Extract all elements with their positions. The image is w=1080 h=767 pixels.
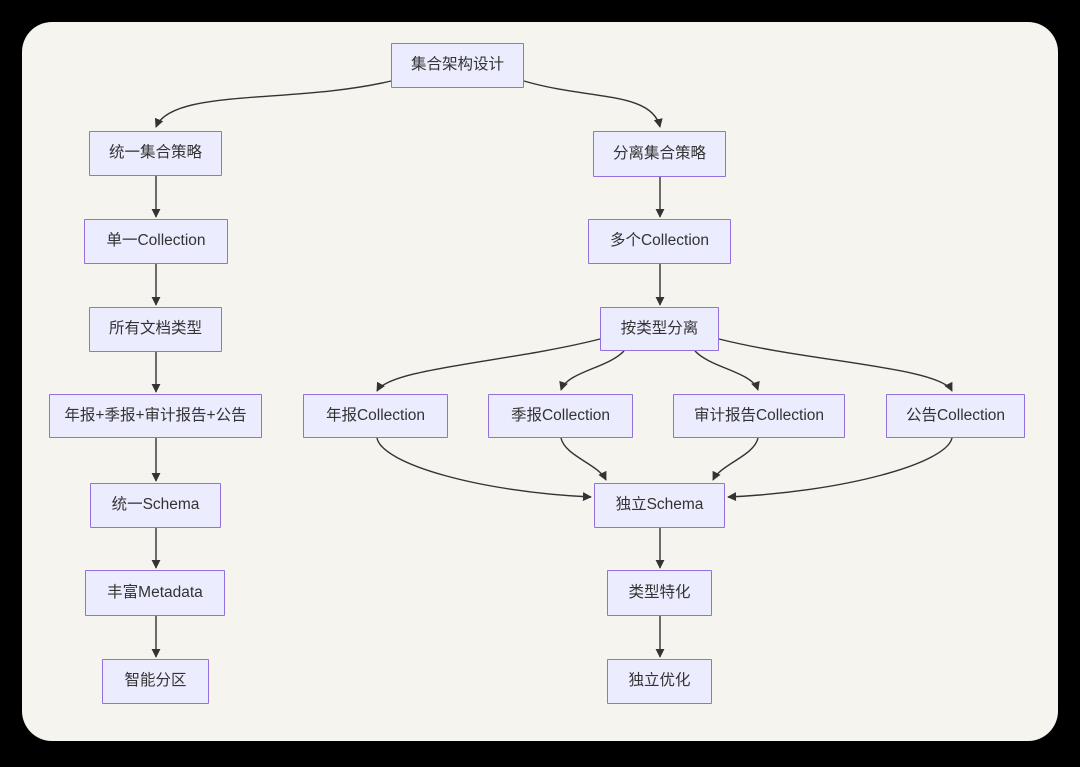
node-mixed: 年报+季报+审计报告+公告 bbox=[49, 394, 262, 438]
node-audit: 审计报告Collection bbox=[673, 394, 845, 438]
node-label: 公告Collection bbox=[905, 406, 1006, 424]
node-single: 单一Collection bbox=[84, 219, 228, 264]
node-quarterly: 季报Collection bbox=[488, 394, 633, 438]
node-announce: 公告Collection bbox=[886, 394, 1025, 438]
node-label: 独立优化 bbox=[628, 672, 691, 690]
node-unified: 统一集合策略 bbox=[89, 131, 222, 176]
node-label: 审计报告Collection bbox=[693, 406, 825, 424]
node-root: 集合架构设计 bbox=[391, 43, 524, 88]
node-label: 集合架构设计 bbox=[410, 56, 504, 74]
node-label: 类型特化 bbox=[628, 583, 691, 601]
node-label: 统一集合策略 bbox=[108, 144, 202, 162]
node-label: 季报Collection bbox=[510, 406, 611, 424]
node-optimize: 独立优化 bbox=[607, 659, 712, 704]
node-label: 智能分区 bbox=[124, 672, 187, 690]
node-label: 独立Schema bbox=[615, 496, 704, 514]
node-partition: 智能分区 bbox=[102, 659, 209, 704]
node-label: 分离集合策略 bbox=[612, 144, 706, 162]
node-specialize: 类型特化 bbox=[607, 570, 712, 616]
node-alltypes: 所有文档类型 bbox=[89, 307, 222, 352]
node-multi: 多个Collection bbox=[588, 219, 731, 264]
node-label: 单一Collection bbox=[106, 232, 206, 250]
node-label: 年报Collection bbox=[325, 406, 426, 424]
node-label: 统一Schema bbox=[111, 496, 200, 514]
node-label: 年报+季报+审计报告+公告 bbox=[64, 406, 247, 424]
node-label: 多个Collection bbox=[609, 232, 710, 250]
node-ischema: 独立Schema bbox=[594, 483, 725, 528]
node-label: 所有文档类型 bbox=[108, 320, 202, 338]
node-uschema: 统一Schema bbox=[90, 483, 221, 528]
node-separated: 分离集合策略 bbox=[593, 131, 726, 177]
node-label: 丰富Metadata bbox=[107, 583, 203, 601]
node-bytype: 按类型分离 bbox=[600, 307, 719, 351]
node-label: 按类型分离 bbox=[620, 319, 699, 337]
node-metadata: 丰富Metadata bbox=[85, 570, 225, 616]
node-annual: 年报Collection bbox=[303, 394, 448, 438]
